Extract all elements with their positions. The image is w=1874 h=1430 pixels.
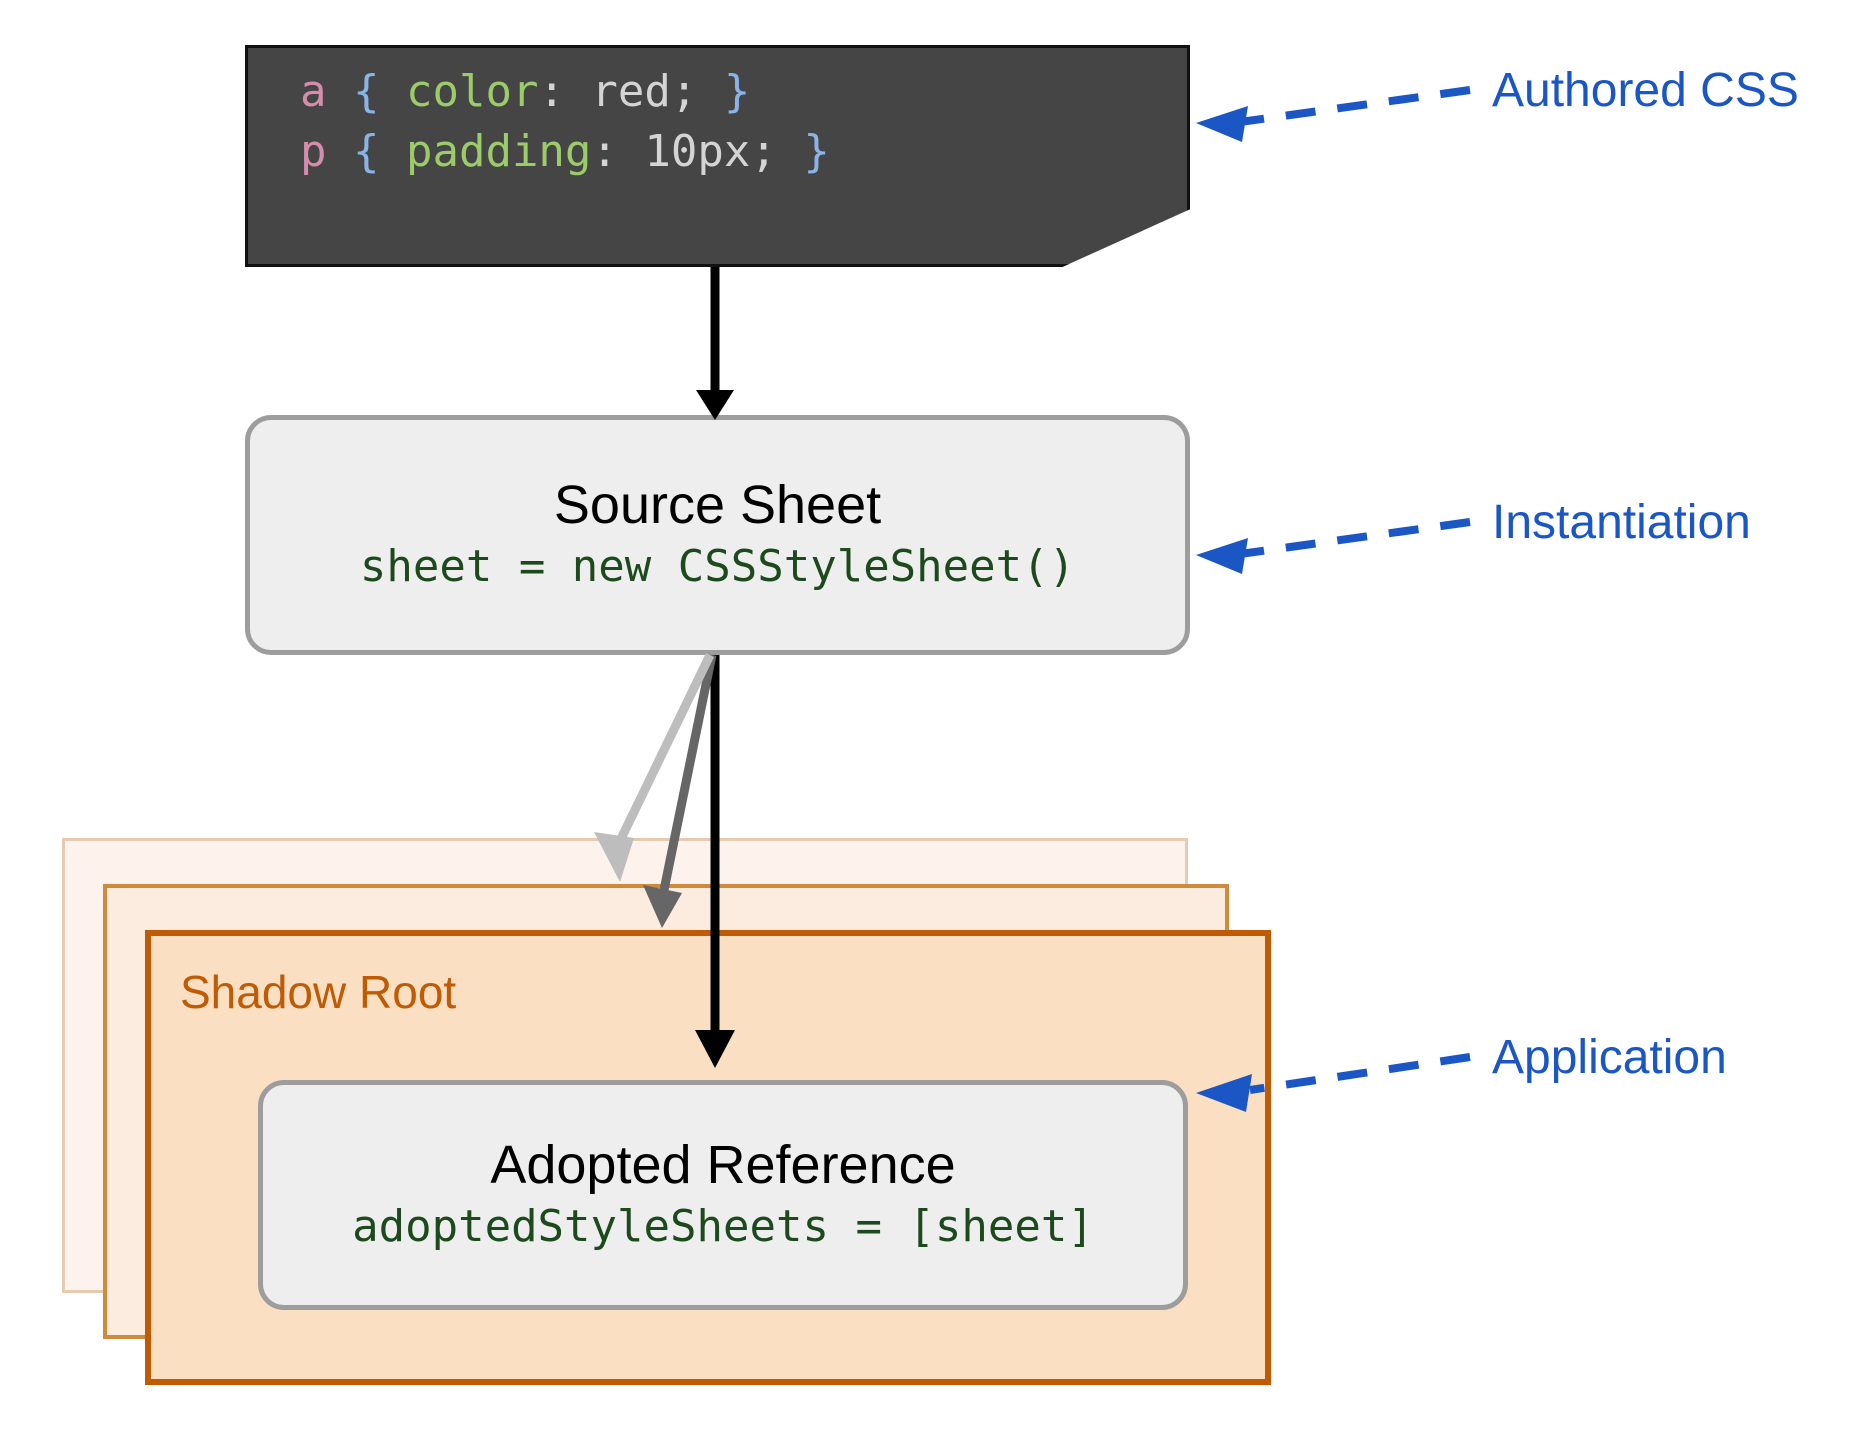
css-property-padding: padding: [405, 126, 592, 177]
annotation-line-instantiation: [1196, 518, 1471, 574]
css-open-brace-2: {: [326, 126, 406, 177]
source-sheet-node: Source Sheet sheet = new CSSStyleSheet(): [245, 415, 1190, 655]
adopted-reference-title: Adopted Reference: [490, 1135, 956, 1196]
css-colon-1: :: [538, 66, 592, 117]
authored-css-code-block: [245, 45, 1190, 267]
annotation-line-authored-css: [1196, 86, 1471, 142]
css-property-color: color: [405, 66, 539, 117]
css-colon-2: :: [591, 126, 645, 177]
source-sheet-title: Source Sheet: [553, 475, 882, 536]
shadow-root-label: Shadow Root: [180, 966, 457, 1018]
css-close-brace-1: }: [697, 66, 751, 117]
adopted-reference-node: Adopted Reference adoptedStyleSheets = […: [258, 1080, 1188, 1310]
css-value-red: red;: [591, 66, 698, 117]
css-close-brace-2: }: [776, 126, 830, 177]
annotation-label-authored-css: Authored CSS: [1492, 64, 1799, 117]
annotation-label-instantiation: Instantiation: [1492, 496, 1751, 549]
css-selector-p: p: [300, 126, 327, 177]
code-line-1: a { color: red; }: [300, 66, 750, 117]
arrow-authored-to-source: [696, 267, 734, 420]
css-value-10px: 10px;: [644, 126, 777, 177]
code-line-2: p { padding: 10px; }: [300, 126, 830, 177]
css-selector-a: a: [300, 66, 327, 117]
adopted-reference-code: adoptedStyleSheets = [sheet]: [352, 1200, 1094, 1252]
authored-css-code-text: a { color: red; } p { padding: 10px; }: [300, 62, 830, 182]
annotation-label-application: Application: [1492, 1031, 1727, 1084]
source-sheet-code: sheet = new CSSStyleSheet(): [359, 540, 1076, 592]
css-open-brace-1: {: [326, 66, 406, 117]
